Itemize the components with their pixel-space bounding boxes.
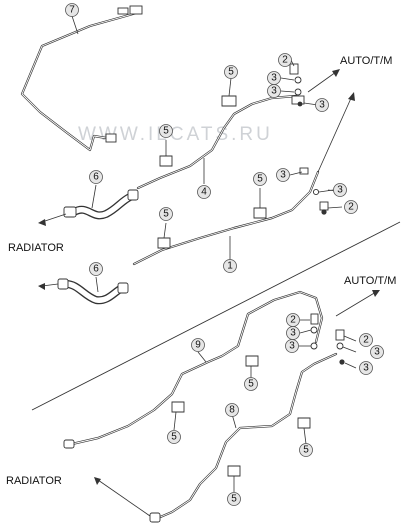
callout-6-a: 6 [89,170,103,184]
fitting-group-top [289,63,329,215]
clip-bottom-1 [245,355,259,367]
callout-3-h: 3 [370,345,384,359]
svg-text:3: 3 [319,100,325,111]
svg-text:7: 7 [69,5,75,16]
svg-text:5: 5 [303,445,309,456]
arrow-radiator-top [38,213,67,226]
svg-text:5: 5 [163,126,169,137]
svg-text:3: 3 [289,341,295,352]
watermark-text: WWW.ILCATS.RU [78,124,273,145]
callout-7: 7 [65,3,79,17]
pipe-9 [63,290,324,449]
svg-text:3: 3 [280,170,286,181]
callout-9: 9 [191,338,205,352]
clip-top-4 [157,237,171,249]
fitting-group-bottom [310,313,345,365]
svg-text:2: 2 [290,315,296,326]
svg-text:3: 3 [290,328,296,339]
clip-bottom-3 [297,417,311,429]
svg-text:2: 2 [348,202,354,213]
callout-2-d: 2 [359,333,373,347]
clip-top-2 [159,155,173,167]
callout-3-f: 3 [286,326,300,340]
svg-text:9: 9 [195,340,201,351]
pipe-4 [136,94,298,190]
svg-text:5: 5 [248,379,254,390]
callout-4: 4 [197,185,211,199]
svg-text:2: 2 [363,335,369,346]
callout-3-c: 3 [315,98,329,112]
clip-top-1 [221,95,237,107]
callout-5-c: 5 [253,172,267,186]
arrow-radiator-bottom [94,477,151,517]
svg-text:4: 4 [201,187,207,198]
clip-bottom-4 [227,465,241,477]
svg-text:5: 5 [228,67,234,78]
label-radiator-top: RADIATOR [8,242,64,254]
hose-6-top [63,189,139,220]
svg-text:6: 6 [93,264,99,275]
section-divider [31,221,401,411]
callout-2-a: 2 [278,53,292,67]
arrow-auto-bottom [335,290,380,317]
callout-leaders [71,15,357,492]
callout-5-f: 5 [244,377,258,391]
callout-5-g: 5 [167,430,181,444]
callout-1: 1 [223,259,237,273]
svg-text:3: 3 [271,86,277,97]
callout-3-a: 3 [267,71,281,85]
callout-6-b: 6 [89,262,103,276]
arrow-radiator-lower [38,283,59,290]
clip-bottom-2 [171,401,185,413]
svg-text:8: 8 [229,405,235,416]
callout-3-d: 3 [276,168,290,182]
svg-text:5: 5 [231,494,237,505]
svg-text:1: 1 [227,261,233,272]
hose-6-lower [57,278,129,305]
label-radiator-bottom: RADIATOR [6,475,62,487]
svg-text:3: 3 [374,347,380,358]
svg-text:6: 6 [93,172,99,183]
callout-5-h: 5 [299,443,313,457]
callout-5-i: 5 [227,492,241,506]
callout-2-b: 2 [344,200,358,214]
callout-8: 8 [225,403,239,417]
callout-5-b: 5 [159,124,173,138]
callout-3-i: 3 [359,361,373,375]
label-auto-bottom: AUTO/T/M [344,275,396,287]
svg-text:3: 3 [363,363,369,374]
svg-text:5: 5 [163,209,169,220]
callout-5-a: 5 [224,65,238,79]
callout-5-e: 5 [165,213,167,215]
callout-3-b: 3 [267,84,281,98]
callout-3-e: 3 [333,183,347,197]
pipe-7 [20,5,143,152]
arrow-auto-top [307,69,340,93]
svg-text:5: 5 [257,174,263,185]
arrow-pipe1-up [317,92,355,173]
clip-top-3 [253,207,267,219]
svg-text:2: 2 [282,55,288,66]
svg-text:5: 5 [171,432,177,443]
callout-3-g: 3 [285,339,299,353]
svg-text:3: 3 [337,185,343,196]
svg-text:3: 3 [271,73,277,84]
label-auto-top: AUTO/T/M [340,55,392,67]
pipe-8 [149,352,338,523]
callout-2-c: 2 [286,313,300,327]
